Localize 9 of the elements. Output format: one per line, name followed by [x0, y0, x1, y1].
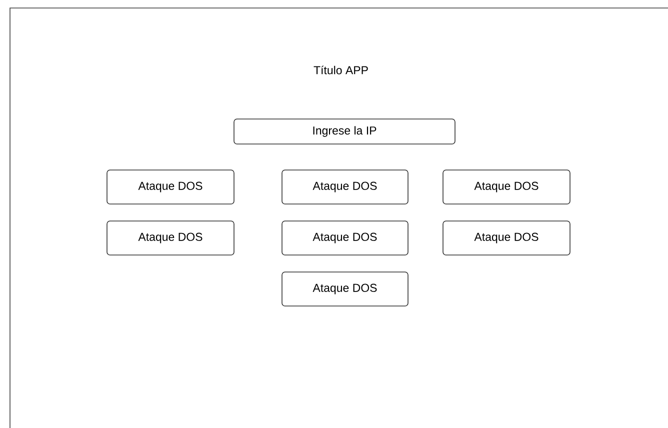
- input-field: Ingrese la IP: [234, 118, 456, 144]
- attack-button: Ataque DOS: [106, 170, 234, 204]
- attack-button: Ataque DOS: [282, 272, 408, 306]
- attack-button: Ataque DOS: [442, 170, 570, 204]
- attack-button: Ataque DOS: [106, 220, 234, 256]
- app-title: Título APP: [314, 66, 368, 74]
- attack-button: Ataque DOS: [282, 220, 408, 256]
- attack-button: Ataque DOS: [282, 170, 408, 204]
- attack-button: Ataque DOS: [442, 220, 570, 256]
